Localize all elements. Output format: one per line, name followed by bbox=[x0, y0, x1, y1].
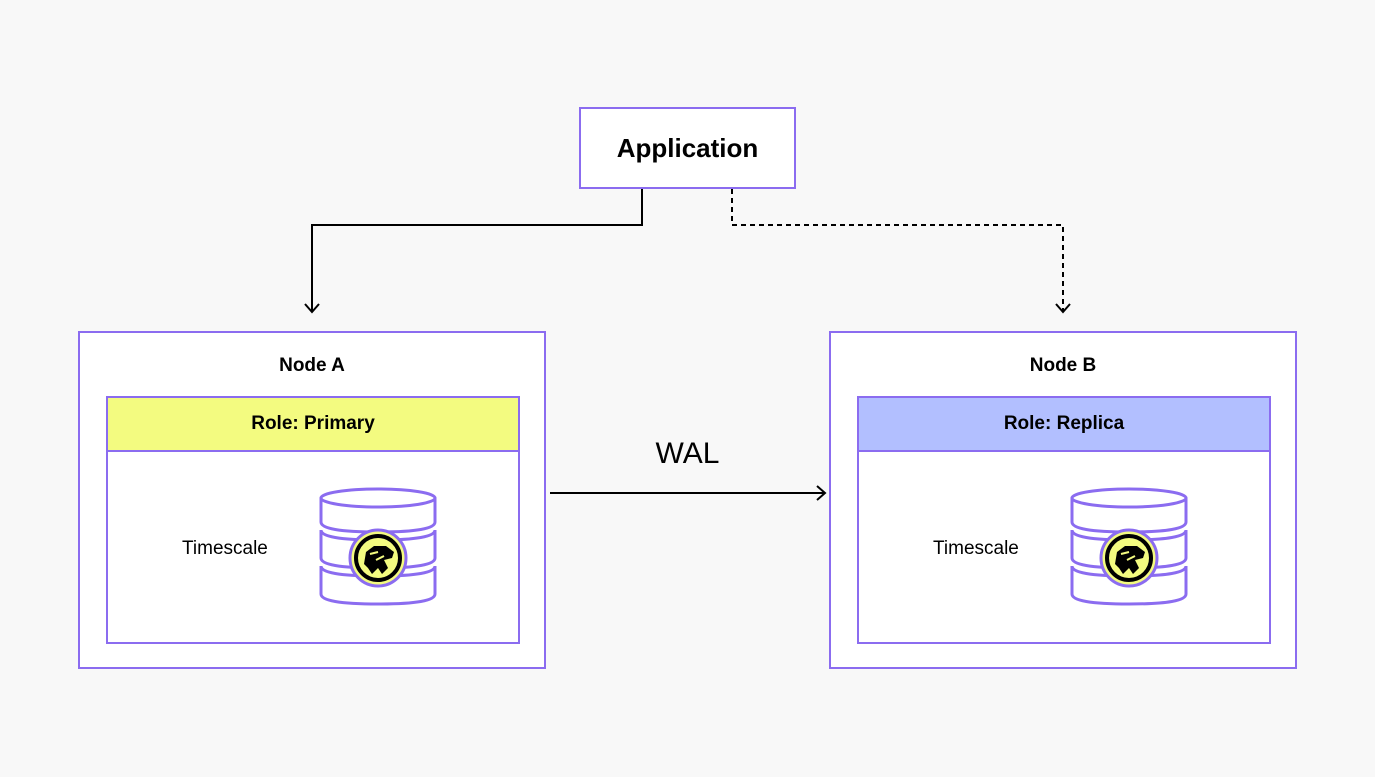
application-label: Application bbox=[616, 132, 759, 163]
primary-connection-line bbox=[311, 189, 643, 312]
node-a-service-panel: Role: Primary Timescale bbox=[106, 396, 520, 644]
node-a-service-label: Timescale bbox=[182, 538, 268, 559]
node-a-role-header: Role: Primary bbox=[108, 398, 518, 452]
primary-connection-arrowhead bbox=[304, 303, 320, 314]
node-b: Node B Role: Replica Timescale bbox=[829, 331, 1297, 669]
wal-label: WAL bbox=[655, 437, 720, 470]
replica-connection-arrowhead bbox=[1055, 303, 1071, 314]
replica-connection-line bbox=[731, 189, 1064, 312]
node-a: Node A Role: Primary Timescale bbox=[78, 331, 546, 669]
timescale-database-icon bbox=[1070, 487, 1188, 606]
application-box: Application bbox=[579, 107, 796, 189]
node-b-service-panel: Role: Replica Timescale bbox=[857, 396, 1271, 644]
timescale-database-icon bbox=[319, 487, 437, 606]
wal-arrowhead bbox=[816, 485, 827, 501]
node-b-title: Node B bbox=[1029, 355, 1097, 376]
node-a-title: Node A bbox=[279, 355, 345, 376]
node-b-service-label: Timescale bbox=[933, 538, 1019, 559]
node-b-role-header: Role: Replica bbox=[859, 398, 1269, 452]
